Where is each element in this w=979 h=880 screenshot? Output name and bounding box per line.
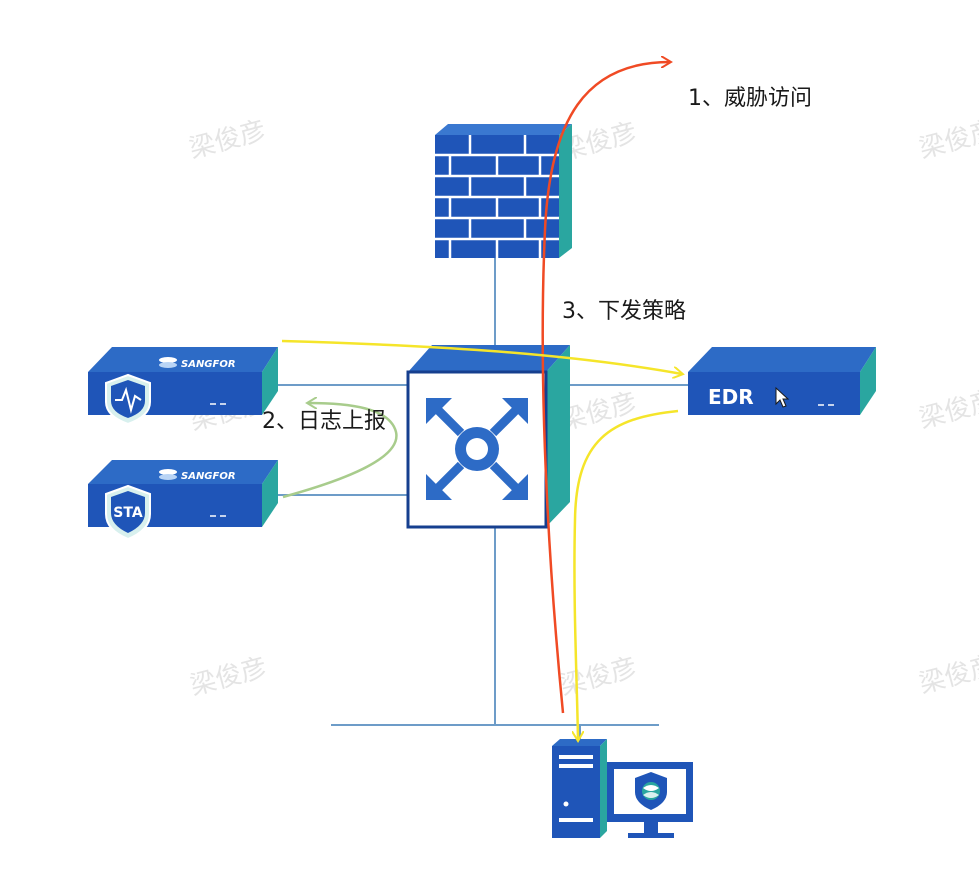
- label-issue-policy: 3、下发策略: [562, 299, 686, 324]
- edr-agent-shield-icon: [635, 772, 667, 810]
- pulse-shield-icon: [105, 373, 151, 426]
- endpoint-pc-icon: [552, 739, 693, 838]
- core-switch-icon: [406, 345, 570, 529]
- sta-appliance: SANGFOR STA: [88, 460, 278, 541]
- appliance-brand: SANGFOR: [181, 471, 236, 482]
- watermark-text: 梁俊彦: [916, 386, 979, 435]
- watermark-text: 梁俊彦: [557, 653, 640, 702]
- monitor-icon: [607, 762, 693, 838]
- watermark-text: 梁俊彦: [186, 116, 269, 165]
- policy-arrow-to-edr: [281, 339, 682, 374]
- tower-icon: [552, 739, 607, 838]
- sangfor-logo-icon: [159, 357, 177, 368]
- label-log-report: 2、日志上报: [262, 409, 386, 434]
- policy-arrow-to-endpoint: [574, 409, 679, 740]
- threat-access-arrow: [541, 62, 670, 714]
- sta-badge-label: STA: [113, 505, 143, 521]
- label-threat-access: 1、威胁访问: [688, 86, 812, 111]
- watermark-text: 梁俊彦: [187, 653, 270, 702]
- watermark-text: 梁俊彦: [916, 651, 979, 700]
- appliance-brand: SANGFOR: [181, 359, 236, 370]
- watermark-text: 梁俊彦: [916, 116, 979, 165]
- edr-label: EDR: [708, 385, 754, 409]
- flow-arrows: [281, 62, 682, 740]
- sta-shield-icon: STA: [105, 484, 151, 541]
- firewall-icon: [435, 124, 572, 258]
- sangfor-logo-icon: [159, 469, 177, 480]
- log-report-arrow: [282, 403, 398, 499]
- mouse-cursor-icon: [775, 386, 790, 408]
- sangfor-monitor-appliance: SANGFOR: [88, 347, 278, 426]
- edr-appliance: EDR: [688, 347, 876, 415]
